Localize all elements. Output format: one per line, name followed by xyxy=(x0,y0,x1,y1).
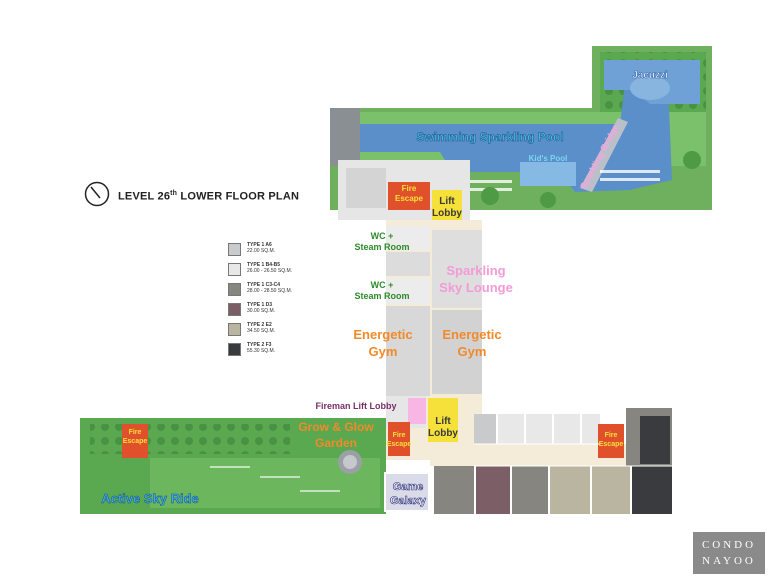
label-fire-center-1: Fire xyxy=(393,432,406,439)
label-lift-top-1: Lift xyxy=(439,196,455,207)
label-gym-right-1: Energetic xyxy=(442,327,501,342)
label-wc1-2: Steam Room xyxy=(354,242,409,252)
label-sky-ride: Active Sky Ride xyxy=(101,491,199,506)
fire-escape-center xyxy=(388,422,410,456)
label-kids-pool: Kid's Pool xyxy=(529,154,568,163)
label-fire-center-2: Escape xyxy=(387,441,412,448)
garden-area xyxy=(80,418,430,514)
label-lounge-2: Sky Lounge xyxy=(439,280,513,295)
label-lounge-1: Sparkling xyxy=(446,263,505,278)
label-pool: Swimming Sparkling Pool xyxy=(416,130,563,144)
label-game-2: Galaxy xyxy=(390,495,427,507)
fire-escape-left xyxy=(122,424,148,458)
label-lift-top-2: Lobby xyxy=(432,208,462,219)
label-fire-top-2: Escape xyxy=(395,194,424,203)
label-garden-2: Garden xyxy=(315,436,357,450)
legend-swatch xyxy=(228,323,241,336)
sparkling-bridge xyxy=(580,118,628,192)
label-gym-right-2: Gym xyxy=(458,344,487,359)
label-garden-1: Grow & Glow xyxy=(298,420,374,434)
fire-escape-top xyxy=(388,182,430,210)
label-fire-top-1: Fire xyxy=(402,184,417,193)
label-wc2-2: Steam Room xyxy=(354,291,409,301)
label-fire-left-1: Fire xyxy=(129,429,142,436)
fire-escape-right xyxy=(598,424,624,458)
label-fireman: Fireman Lift Lobby xyxy=(316,401,397,411)
legend-swatch xyxy=(228,243,241,256)
label-wc2-1: WC + xyxy=(371,280,394,290)
label-fire-right-1: Fire xyxy=(605,432,618,439)
pool-deck xyxy=(330,46,712,210)
legend-swatch xyxy=(228,283,241,296)
plan-title: LEVEL 26th LOWER FLOOR PLAN xyxy=(118,190,300,203)
label-lift-bottom-2: Lobby xyxy=(428,428,458,439)
label-gym-left-1: Energetic xyxy=(353,327,412,342)
game-galaxy-room xyxy=(386,474,428,510)
label-wc1-1: WC + xyxy=(371,231,394,241)
lift-lobby-bottom xyxy=(428,398,458,442)
label-jacuzzi: Jacuzzi xyxy=(632,70,668,81)
label-lift-bottom-1: Lift xyxy=(435,416,451,427)
label-fire-right-2: Escape xyxy=(599,441,624,448)
unit-wing xyxy=(430,408,672,514)
label-game-1: Game xyxy=(393,481,424,493)
north-arrow-icon xyxy=(84,181,110,207)
kids-pool xyxy=(520,162,576,186)
fireman-lift xyxy=(408,398,426,424)
label-gym-left-2: Gym xyxy=(369,344,398,359)
legend-swatch xyxy=(228,343,241,356)
jacuzzi xyxy=(630,76,670,100)
watermark-logo: CONDO NAYOO xyxy=(693,532,765,574)
legend-swatch xyxy=(228,303,241,316)
central-core xyxy=(338,160,482,460)
label-fire-left-2: Escape xyxy=(123,438,148,445)
legend-swatch xyxy=(228,263,241,276)
